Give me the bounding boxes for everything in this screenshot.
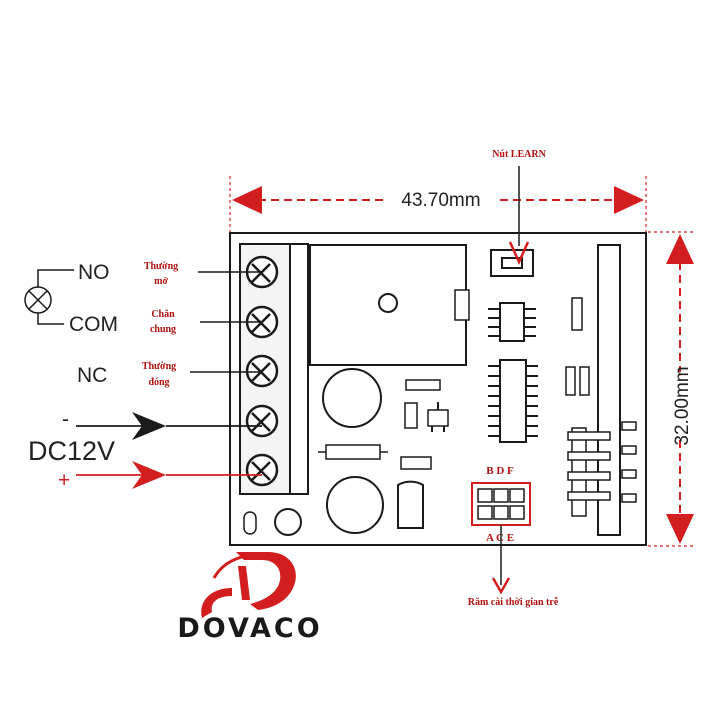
learn-button — [490, 249, 534, 277]
width-dimension: 43.70mm — [229, 176, 647, 238]
brand-name: DOVACO — [177, 613, 322, 644]
no-note-line1: Thường — [144, 261, 178, 272]
arrow-right-icon — [132, 461, 166, 489]
jumper-note: Răm cài thời gian trễ — [468, 597, 559, 608]
arrow-down-icon — [666, 514, 694, 544]
capacitor — [322, 368, 382, 428]
resistor — [404, 402, 418, 429]
com-note-line2: chung — [150, 324, 176, 335]
screw-terminal-nc — [245, 354, 279, 388]
height-label: 32.00mm — [672, 366, 693, 445]
jumper-header — [471, 482, 531, 526]
jumper-top-pins: B D F — [486, 465, 514, 477]
learn-button-label: Nút LEARN — [492, 149, 546, 160]
pcb-board — [229, 232, 647, 546]
antenna-strip — [597, 244, 621, 536]
pin-header — [567, 421, 637, 517]
regulator — [397, 480, 424, 529]
screw-terminal-minus — [245, 404, 279, 438]
width-label: 43.70mm — [401, 190, 480, 211]
dovaco-logo-icon — [201, 552, 296, 618]
power-minus-label: - — [62, 408, 69, 431]
power-voltage-label: DC12V — [28, 436, 115, 466]
diode — [318, 444, 388, 460]
transistor — [427, 402, 449, 432]
arrow-right-icon — [614, 186, 644, 214]
arrow-right-icon — [132, 412, 166, 440]
jumper-bottom-pins: A C E — [486, 532, 514, 544]
power-plus-label: + — [58, 469, 70, 492]
height-dimension: 32.00mm — [648, 231, 694, 547]
terminal-no-label: NO — [78, 261, 110, 284]
screw-terminal-plus — [245, 453, 279, 487]
nc-note-line2: đóng — [148, 377, 169, 388]
mounting-hole — [274, 508, 302, 536]
ic-16-pin — [488, 359, 538, 443]
ic-8-pin — [488, 302, 536, 342]
lamp-wiring — [24, 269, 74, 325]
terminal-nc-label: NC — [77, 364, 107, 387]
com-note-line1: Chân — [151, 309, 175, 320]
resistor — [571, 297, 583, 331]
arrow-up-icon — [666, 234, 694, 264]
arrow-left-icon — [232, 186, 262, 214]
resistor — [405, 379, 441, 391]
arrow-down-icon — [508, 241, 530, 266]
resistor — [579, 366, 590, 396]
resistor — [565, 366, 576, 396]
terminal-com-label: COM — [69, 313, 118, 336]
lamp-icon — [24, 286, 52, 314]
arrow-down-icon — [491, 577, 511, 595]
no-note-line2: mở — [154, 276, 168, 287]
relay — [309, 244, 470, 366]
resistor — [400, 456, 432, 470]
led — [243, 511, 257, 535]
capacitor — [326, 476, 384, 534]
brand-logo: DOVACO — [177, 552, 322, 644]
terminal-block — [239, 243, 309, 495]
nc-note-line1: Thường — [142, 361, 176, 372]
power-plus-wire — [76, 461, 262, 489]
power-minus-wire — [76, 412, 262, 440]
